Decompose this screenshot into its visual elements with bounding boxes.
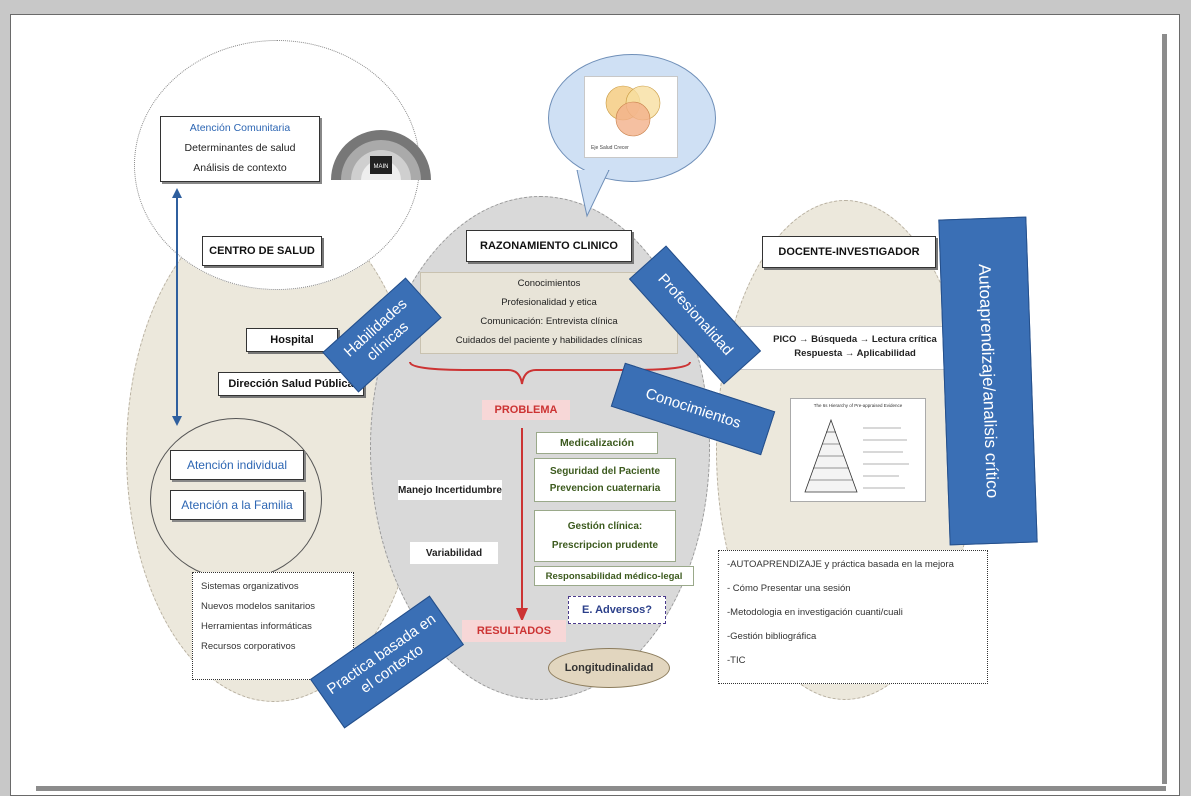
prescripcion-label: Prescripcion prudente [551, 540, 659, 551]
variabilidad-box: Variabilidad [410, 542, 498, 564]
adversos-box: E. Adversos? [568, 596, 666, 624]
gestion-box: Gestión clínica: Prescripcion prudente [534, 510, 676, 562]
venn-card: Eje Salud Crecer [584, 76, 678, 158]
evidence-pyramid-card: The 6s Hierarchy of Pre-appraised Eviden… [790, 398, 926, 502]
autoaprendizaje-text: Autoaprendizaje/analisis crítico [974, 263, 1003, 499]
competency-item: Comunicación: Entrevista clínica [480, 316, 618, 327]
determinantes-label: Determinantes de salud [184, 142, 296, 154]
pico-panel [740, 326, 970, 370]
razonamiento-title: RAZONAMIENTO CLINICO [466, 230, 632, 262]
pyramid-title: The 6s Hierarchy of Pre-appraised Eviden… [813, 403, 903, 408]
atencion-familia-label: Atención a la Familia [181, 498, 293, 512]
longitudinalidad-oval: Longitudinalidad [548, 648, 670, 688]
salud-publica-box: Dirección Salud Pública [218, 372, 364, 396]
centro-salud-title: CENTRO DE SALUD [202, 236, 322, 266]
venn-diagram-icon [605, 85, 661, 137]
atencion-comunitaria-label: Atención Comunitaria [189, 122, 291, 134]
analisis-contexto-label: Análisis de contexto [193, 162, 287, 174]
evidence-pyramid-icon [804, 418, 909, 493]
list-item: -Metodologia en investigación cuanti/cua… [727, 607, 903, 618]
problema-label-box: PROBLEMA [482, 400, 570, 420]
responsabilidad-label: Responsabilidad médico-legal [545, 570, 683, 582]
vertical-double-arrow [172, 188, 182, 426]
prevencion-label: Prevencion cuaternaria [549, 483, 661, 494]
competency-item: Conocimientos [517, 278, 581, 289]
venn-caption: Eje Salud Crecer [591, 145, 629, 151]
health-determinants-rainbow-icon: MAIN [331, 130, 431, 180]
manejo-incertidumbre-label: Manejo Incertidumbre [398, 484, 502, 496]
resultados-label: RESULTADOS [476, 625, 552, 637]
medicalizacion-label: Medicalización [559, 437, 635, 449]
list-item: -TIC [727, 655, 746, 666]
gestion-label: Gestión clínica: [567, 521, 643, 532]
docente-list: -AUTOAPRENDIZAJE y práctica basada en la… [718, 550, 988, 684]
community-box [160, 116, 320, 182]
atencion-individual-box: Atención individual [170, 450, 304, 480]
adversos-label: E. Adversos? [582, 604, 652, 616]
competency-item: Profesionalidad y etica [501, 297, 597, 308]
seguridad-label: Seguridad del Paciente [549, 466, 661, 477]
autoaprendizaje-label: Autoaprendizaje/analisis crítico [938, 216, 1038, 546]
page-shadow-bottom [36, 786, 1166, 791]
list-item: - Cómo Presentar una sesión [727, 583, 851, 594]
list-item: Nuevos modelos sanitarios [201, 601, 316, 612]
seguridad-box: Seguridad del Paciente Prevencion cuater… [534, 458, 676, 502]
list-item: -Gestión bibliográfica [727, 631, 817, 642]
problema-label: PROBLEMA [494, 404, 558, 416]
page-shadow-right [1162, 34, 1167, 784]
medicalizacion-box: Medicalización [536, 432, 658, 454]
pico-line-2: Respuesta → Aplicabilidad [794, 348, 916, 359]
pico-line-1: PICO → Búsqueda → Lectura crítica [773, 334, 937, 345]
manejo-incertidumbre-box: Manejo Incertidumbre [398, 480, 502, 500]
docente-title: DOCENTE-INVESTIGADOR [762, 236, 936, 268]
longitudinalidad-label: Longitudinalidad [564, 662, 654, 674]
organizational-list: Sistemas organizativos Nuevos modelos sa… [192, 572, 354, 680]
problem-flow-arrow [409, 361, 691, 622]
rainbow-title: MAIN [374, 164, 389, 170]
atencion-individual-label: Atención individual [186, 458, 288, 472]
variabilidad-label: Variabilidad [425, 547, 483, 559]
speech-bubble-tail [576, 170, 610, 218]
list-item: Herramientas informáticas [201, 621, 312, 632]
list-item: Recursos corporativos [201, 641, 296, 652]
resultados-label-box: RESULTADOS [462, 620, 566, 642]
hospital-box: Hospital [246, 328, 338, 352]
atencion-familia-box: Atención a la Familia [170, 490, 304, 520]
list-item: -AUTOAPRENDIZAJE y práctica basada en la… [727, 559, 954, 570]
responsabilidad-box: Responsabilidad médico-legal [534, 566, 694, 586]
competency-item: Cuidados del paciente y habilidades clín… [455, 335, 643, 346]
list-item: Sistemas organizativos [201, 581, 299, 592]
